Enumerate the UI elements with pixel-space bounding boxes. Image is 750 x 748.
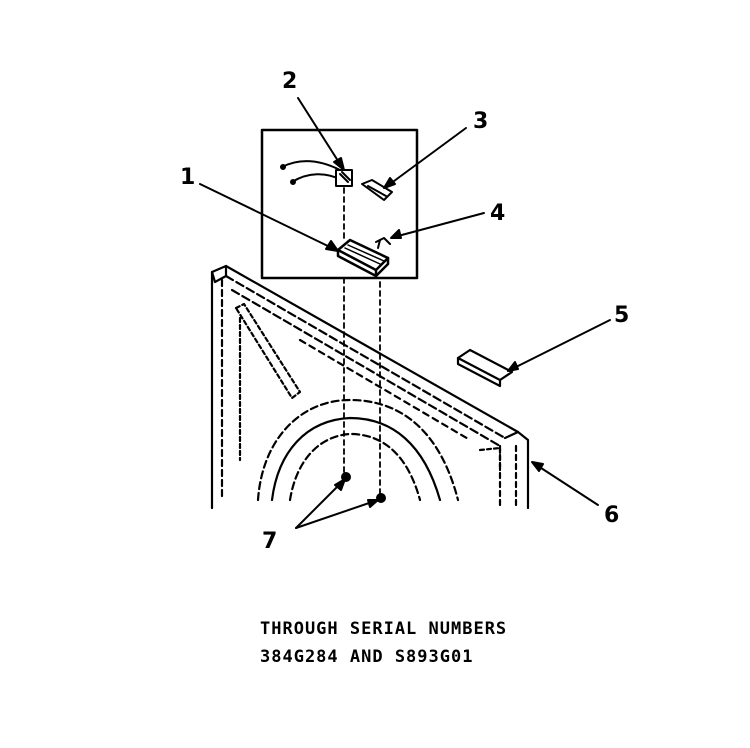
cabinet-front-panel	[210, 264, 530, 510]
screw-part	[375, 237, 391, 249]
callout-3: 3	[473, 109, 488, 134]
hinge-bracket-part	[456, 348, 514, 388]
inset-detail-box	[260, 128, 419, 280]
plug-part	[361, 179, 393, 201]
callout-7: 7	[262, 529, 277, 554]
assembly-guide-lines	[343, 187, 381, 495]
callout-2: 2	[282, 69, 297, 94]
leader-lines	[199, 97, 611, 529]
connector-part	[335, 169, 353, 187]
wire-harness	[280, 160, 343, 185]
caption-line-2: 384G284 AND S893G01	[260, 647, 473, 667]
callout-6: 6	[604, 503, 619, 528]
callout-1: 1	[180, 165, 195, 190]
callout-5: 5	[614, 303, 629, 328]
caption-line-1: THROUGH SERIAL NUMBERS	[260, 619, 507, 639]
callout-4: 4	[490, 201, 505, 226]
switch-part	[336, 238, 390, 278]
